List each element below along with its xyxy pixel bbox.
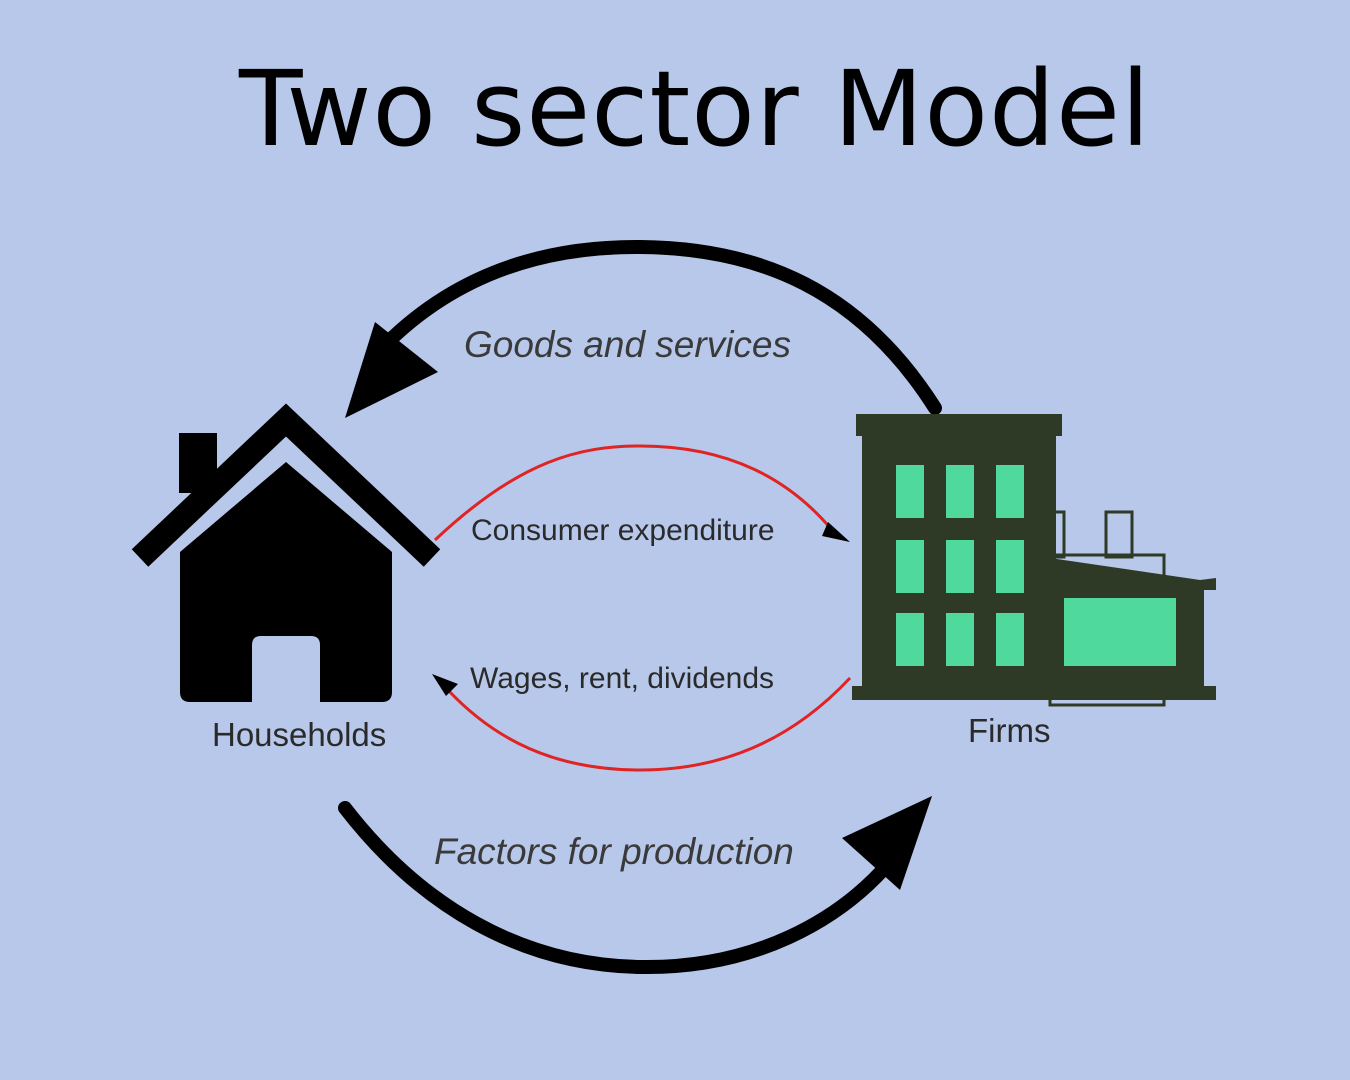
expenditure-arrow <box>433 444 850 542</box>
page-title: Two sector Model <box>239 48 1151 170</box>
factors-label: Factors for production <box>434 831 794 872</box>
firms-label: Firms <box>968 712 1050 749</box>
goods-arrowhead <box>345 322 438 418</box>
factory-building-icon <box>852 414 1216 707</box>
goods-arrow <box>345 239 942 418</box>
wages-arrow <box>432 674 852 772</box>
expenditure-arrowhead <box>822 522 850 542</box>
house-icon <box>131 403 441 702</box>
factors-arrow <box>338 796 932 975</box>
goods-label: Goods and services <box>464 324 791 365</box>
expenditure-label: Consumer expenditure <box>471 514 775 547</box>
wages-arrowhead <box>432 674 458 696</box>
factors-arrowhead <box>842 796 932 890</box>
wages-label: Wages, rent, dividends <box>470 662 774 695</box>
households-label: Households <box>212 716 386 753</box>
